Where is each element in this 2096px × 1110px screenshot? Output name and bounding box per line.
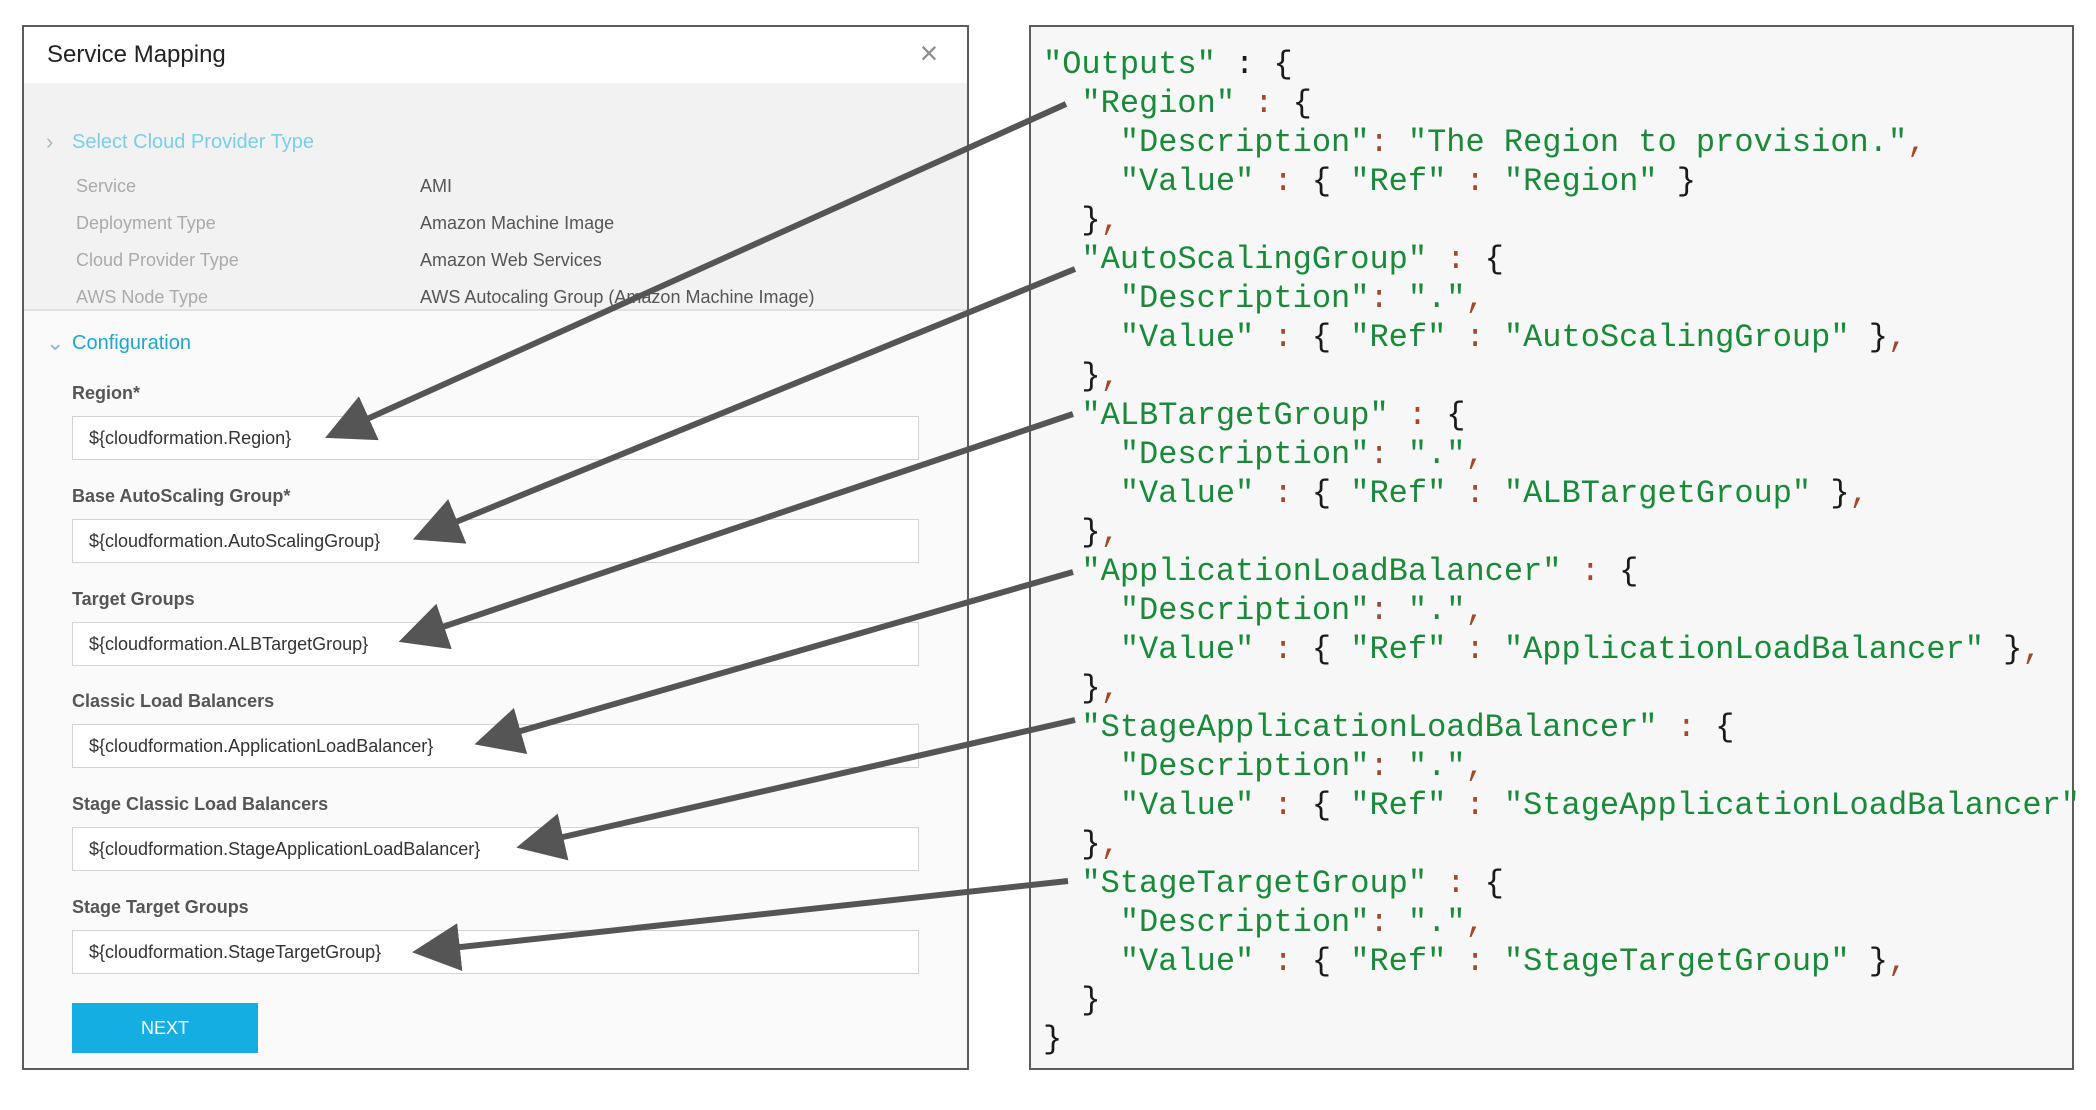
code-line: "AutoScalingGroup" : { xyxy=(1081,241,1504,278)
code-line: "Region" : { xyxy=(1081,85,1312,122)
code-value-key: "Value" xyxy=(1119,475,1255,512)
code-line: "Value" : { "Ref" : "ApplicationLoadBala… xyxy=(1119,631,2042,668)
code-line: "Description": ".", xyxy=(1119,280,1485,317)
code-ref-value: "ApplicationLoadBalancer" xyxy=(1503,631,1984,668)
code-line: "Value" : { "Ref" : "ALBTargetGroup" }, xyxy=(1119,475,1869,512)
configuration-section-title: Configuration xyxy=(72,331,191,354)
stage-target-groups-input[interactable]: ${cloudformation.StageTargetGroup} xyxy=(72,930,919,974)
code-value-key: "Value" xyxy=(1119,319,1255,356)
code-ref-key: "Ref" xyxy=(1350,631,1447,668)
stage-classic-load-balancers-label: Stage Classic Load Balancers xyxy=(72,794,329,814)
code-value-key: "Value" xyxy=(1119,943,1255,980)
dialog-header: Service Mapping × xyxy=(24,27,967,83)
code-line: "Value" : { "Ref" : "Region" } xyxy=(1119,163,1696,200)
stage-target-groups-label: Stage Target Groups xyxy=(72,897,249,917)
base-autoscaling-group-label: Base AutoScaling Group* xyxy=(72,486,291,506)
code-line: "ApplicationLoadBalancer" : { xyxy=(1081,553,1639,590)
code-ref-key: "Ref" xyxy=(1350,475,1447,512)
code-value-key: "Value" xyxy=(1119,163,1255,200)
code-ref-value: "ALBTargetGroup" xyxy=(1503,475,1812,512)
code-line: "Description": ".", xyxy=(1119,748,1485,785)
code-description-value: "." xyxy=(1407,592,1466,629)
code-line: "Value" : { "Ref" : "StageApplicationLoa… xyxy=(1119,787,2080,824)
code-value-key: "Value" xyxy=(1119,631,1255,668)
code-ref-key: "Ref" xyxy=(1350,319,1447,356)
cloud-provider-section: › Select Cloud Provider Type Service AMI… xyxy=(24,83,967,311)
code-description-value: "." xyxy=(1407,748,1466,785)
code-ref-value: "Region" xyxy=(1503,163,1658,200)
code-ref-key: "Ref" xyxy=(1350,943,1447,980)
info-label: Cloud Provider Type xyxy=(76,250,239,270)
code-line: }, xyxy=(1043,358,1120,395)
code-outputs-key: "Outputs" xyxy=(1043,46,1216,83)
code-ref-value: "AutoScalingGroup" xyxy=(1503,319,1850,356)
code-key: "StageTargetGroup" xyxy=(1081,865,1428,902)
code-ref-value: "StageApplicationLoadBalancer" xyxy=(1503,787,2080,824)
code-line: "Value" : { "Ref" : "StageTargetGroup" }… xyxy=(1119,943,1908,980)
code-ref-key: "Ref" xyxy=(1350,163,1447,200)
info-label: Service xyxy=(76,176,137,196)
service-mapping-dialog: Service Mapping × › Select Cloud Provide… xyxy=(22,25,969,1070)
base-autoscaling-group-input[interactable]: ${cloudformation.AutoScalingGroup} xyxy=(72,519,919,563)
cloud-provider-section-title: Select Cloud Provider Type xyxy=(72,130,314,153)
code-line: } xyxy=(1043,1021,1063,1058)
code-line: "Description": "The Region to provision.… xyxy=(1119,124,1927,161)
code-line: } xyxy=(1043,982,1101,1019)
target-groups-input[interactable]: ${cloudformation.ALBTargetGroup} xyxy=(72,622,919,666)
code-key: "ALBTargetGroup" xyxy=(1081,397,1389,434)
code-line: }, xyxy=(1043,202,1120,239)
code-key: "AutoScalingGroup" xyxy=(1081,241,1428,278)
code-line: }, xyxy=(1043,514,1120,551)
chevron-down-icon: ⌄ xyxy=(46,330,65,355)
code-key: "Region" xyxy=(1081,85,1236,122)
code-description-key: "Description" xyxy=(1119,904,1370,941)
code-description-key: "Description" xyxy=(1119,436,1370,473)
dialog-title: Service Mapping xyxy=(47,41,226,68)
code-line: "StageApplicationLoadBalancer" : { xyxy=(1081,709,1735,746)
info-value: Amazon Machine Image xyxy=(420,213,615,233)
code-description-key: "Description" xyxy=(1119,280,1370,317)
code-description-key: "Description" xyxy=(1119,748,1370,785)
code-description-value: "." xyxy=(1407,436,1466,473)
info-label: AWS Node Type xyxy=(76,287,209,307)
code-ref-key: "Ref" xyxy=(1350,787,1447,824)
info-value: Amazon Web Services xyxy=(420,250,602,270)
info-value: AMI xyxy=(420,176,453,196)
code-value-key: "Value" xyxy=(1119,787,1255,824)
code-line: "Value" : { "Ref" : "AutoScalingGroup" }… xyxy=(1119,319,1908,356)
code-key: "ApplicationLoadBalancer" xyxy=(1081,553,1562,590)
code-description-value: "." xyxy=(1407,280,1466,317)
classic-load-balancers-input[interactable]: ${cloudformation.ApplicationLoadBalancer… xyxy=(72,724,919,768)
code-line: "Description": ".", xyxy=(1119,436,1485,473)
code-line: }, xyxy=(1043,826,1120,863)
configuration-section-toggle[interactable]: ⌄ Configuration xyxy=(46,330,191,356)
close-icon[interactable]: × xyxy=(919,35,939,71)
code-description-value: "The Region to provision." xyxy=(1407,124,1908,161)
region-label: Region* xyxy=(72,383,141,403)
code-panel: "Outputs" : { "Region" : { "Description"… xyxy=(1029,25,2080,1070)
code-description-value: "." xyxy=(1407,904,1466,941)
code-line: "Description": ".", xyxy=(1119,592,1485,629)
code-description-key: "Description" xyxy=(1119,592,1370,629)
code-line: }, xyxy=(1043,670,1120,707)
region-input[interactable]: ${cloudformation.Region} xyxy=(72,416,919,460)
next-button[interactable]: NEXT xyxy=(72,1003,258,1053)
stage-classic-load-balancers-input[interactable]: ${cloudformation.StageApplicationLoadBal… xyxy=(72,827,919,871)
code-line: "StageTargetGroup" : { xyxy=(1081,865,1504,902)
classic-load-balancers-label: Classic Load Balancers xyxy=(72,691,275,711)
code-line: "Description": ".", xyxy=(1119,904,1485,941)
code-ref-value: "StageTargetGroup" xyxy=(1503,943,1850,980)
code-line: "Outputs" : { xyxy=(1043,46,1293,83)
code-description-key: "Description" xyxy=(1119,124,1370,161)
target-groups-label: Target Groups xyxy=(72,589,195,609)
code-line: "ALBTargetGroup" : { xyxy=(1081,397,1466,434)
chevron-right-icon: › xyxy=(46,129,54,154)
info-label: Deployment Type xyxy=(76,213,216,233)
cloud-provider-section-toggle[interactable]: › Select Cloud Provider Type xyxy=(46,129,314,155)
code-key: "StageApplicationLoadBalancer" xyxy=(1081,709,1658,746)
info-value: AWS Autocaling Group (Amazon Machine Ima… xyxy=(420,287,815,307)
